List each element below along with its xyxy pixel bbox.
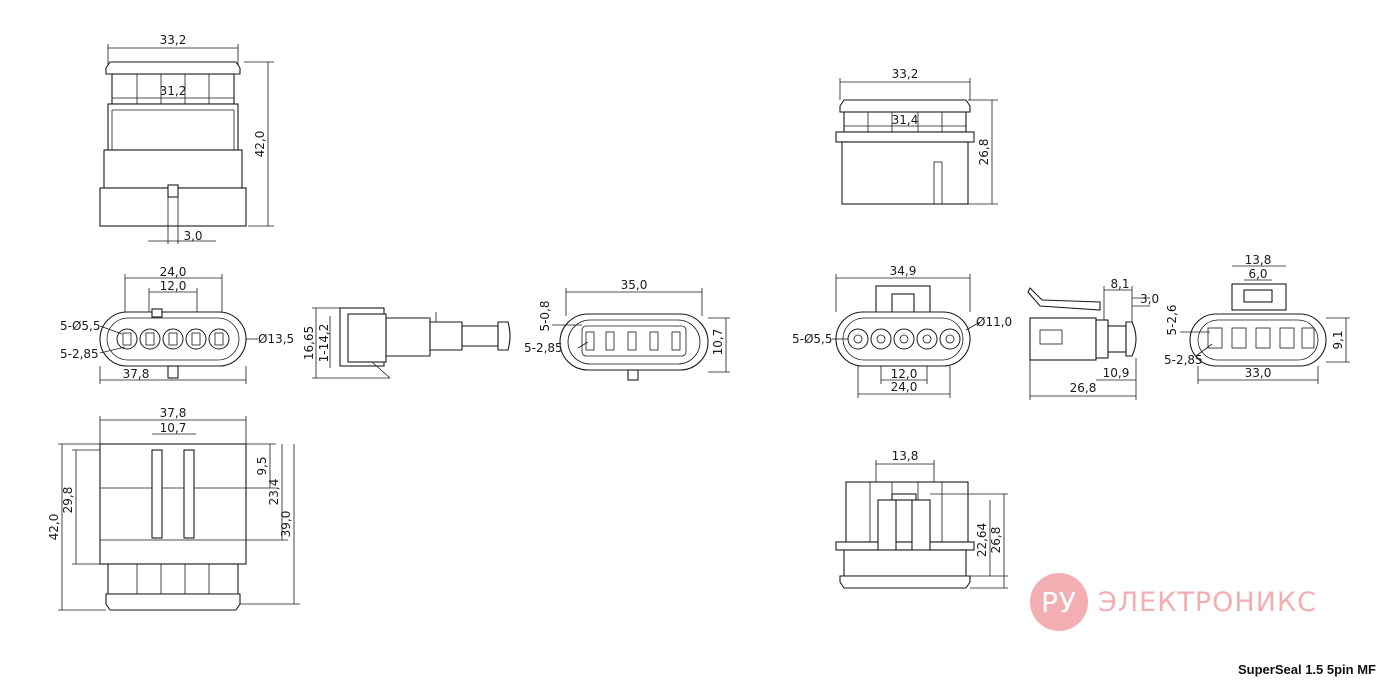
- dim-pitch: 12,0: [160, 279, 187, 293]
- label-pin: 5-2,6: [1165, 304, 1179, 335]
- dim-width-outer: 33,2: [160, 33, 187, 47]
- label-diameter: Ø13,5: [258, 332, 294, 346]
- dim-width-inner: 31,4: [892, 113, 919, 127]
- label-holes: 5-Ø5,5: [60, 319, 101, 333]
- dim-width-inner: 10,7: [160, 421, 187, 435]
- dim-height-d: 39,0: [279, 511, 293, 538]
- dim-total-width: 37,8: [123, 367, 150, 381]
- dim-height-total: 42,0: [47, 514, 61, 541]
- label-slot: 5-2,85: [524, 341, 563, 355]
- dim-height-c: 23,4: [267, 479, 281, 506]
- dim-height-a: 22,64: [975, 523, 989, 557]
- male-top-view: 33,2 31,4 26,8: [835, 67, 998, 205]
- label-diameter: Ø11,0: [976, 315, 1012, 329]
- label-slot: 5-2,85: [60, 347, 99, 361]
- dim-length: 26,8: [1070, 381, 1097, 395]
- dim-width: 13,8: [892, 449, 919, 463]
- dim-height-a: 29,8: [61, 487, 75, 514]
- label-slot: 5-2,85: [1164, 353, 1203, 367]
- male-rear-view: 35,0 5-0,8 5-2,85 10,7: [524, 278, 730, 381]
- dim-tab-height: 3,0: [1140, 292, 1159, 306]
- dim-width-outer: 37,8: [160, 406, 187, 420]
- brand-logo: РУ ЭЛЕКТРОНИКС: [1030, 572, 1317, 632]
- dim-height: 26,8: [977, 139, 991, 166]
- dim-spacing: 24,0: [891, 380, 918, 394]
- dim-width: 24,0: [160, 265, 187, 279]
- dim-width: 33,0: [1245, 366, 1272, 380]
- dim-height-b: 26,8: [989, 527, 1003, 554]
- dim-width-outer: 33,2: [892, 67, 919, 81]
- male-face-view: 13,8 6,0 5-2,6 5-2,85 33,0 9,1: [1164, 253, 1350, 384]
- male-side-view: 8,1 3,0 10,9 26,8: [1027, 277, 1159, 400]
- dim-latch: 3,0: [183, 229, 202, 243]
- dim-height: 42,0: [253, 131, 267, 158]
- logo-mark: РУ: [1030, 573, 1088, 631]
- male-front-view: 34,9 5-Ø5,5 Ø11,0 12,0 24,0: [792, 264, 1012, 398]
- label-holes: 5-Ø5,5: [792, 332, 833, 346]
- dim-depth: 10,9: [1103, 366, 1130, 380]
- dim-height-b: 1-14,2: [317, 324, 331, 363]
- female-bottom-view: 37,8 10,7 42,0 29,8 9,5 23,4 39,0: [47, 406, 300, 611]
- dim-width-a: 13,8: [1245, 253, 1272, 267]
- dim-height: 9,1: [1331, 330, 1345, 349]
- female-top-view: 33,2 31,2 3,0 42,0: [99, 33, 274, 244]
- dim-width-b: 6,0: [1248, 267, 1267, 281]
- dim-height-a: 16,65: [302, 326, 316, 360]
- label-slot-count: 5-0,8: [538, 300, 552, 331]
- female-front-view: 24,0 12,0 5-Ø5,5 5-2,85 Ø13,5 37,8: [60, 265, 294, 384]
- dim-height-b: 9,5: [255, 456, 269, 475]
- dim-pitch: 12,0: [891, 367, 918, 381]
- dim-width: 34,9: [890, 264, 917, 278]
- dim-tab: 8,1: [1110, 277, 1129, 291]
- male-bottom-view: 13,8 22,64 26,8: [835, 449, 1008, 589]
- logo-text: ЭЛЕКТРОНИКС: [1098, 586, 1317, 618]
- dim-height: 10,7: [711, 329, 725, 356]
- dim-width-inner: 31,2: [160, 84, 187, 98]
- dim-width: 35,0: [621, 278, 648, 292]
- female-side-view: 16,65 1-14,2: [302, 307, 511, 379]
- drawing-title: SuperSeal 1.5 5pin MF: [1238, 662, 1376, 677]
